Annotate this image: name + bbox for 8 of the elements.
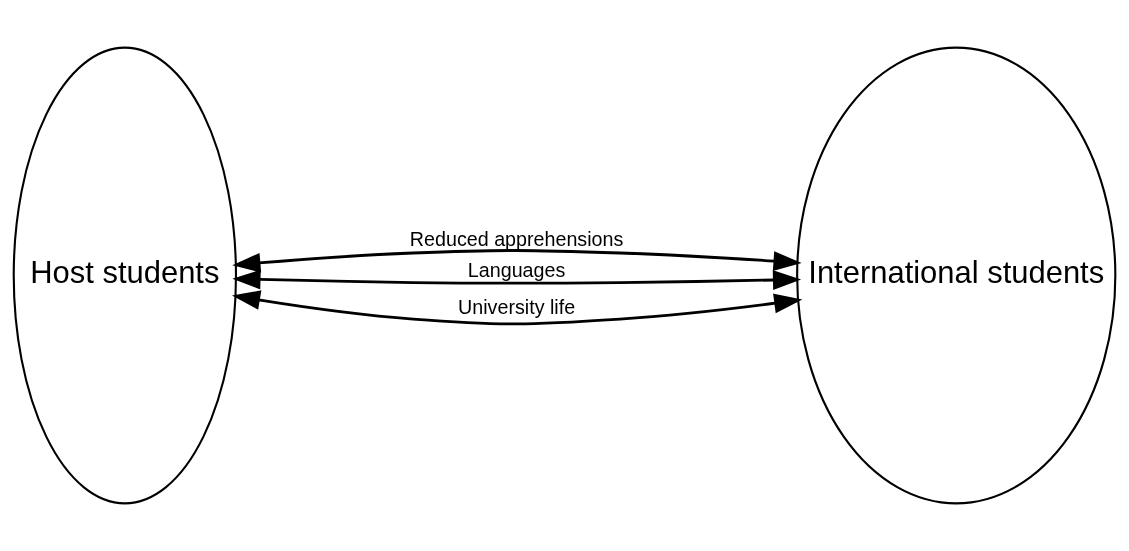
node-ellipse: International students <box>796 46 1117 505</box>
arrow <box>232 269 802 290</box>
edge-label: Languages <box>467 259 566 282</box>
edge-label: University life <box>458 295 576 318</box>
arrow <box>232 249 802 273</box>
node-ellipse: Host students <box>12 46 238 505</box>
arrow <box>232 290 803 326</box>
edge-label: Reduced apprehensions <box>409 228 624 251</box>
